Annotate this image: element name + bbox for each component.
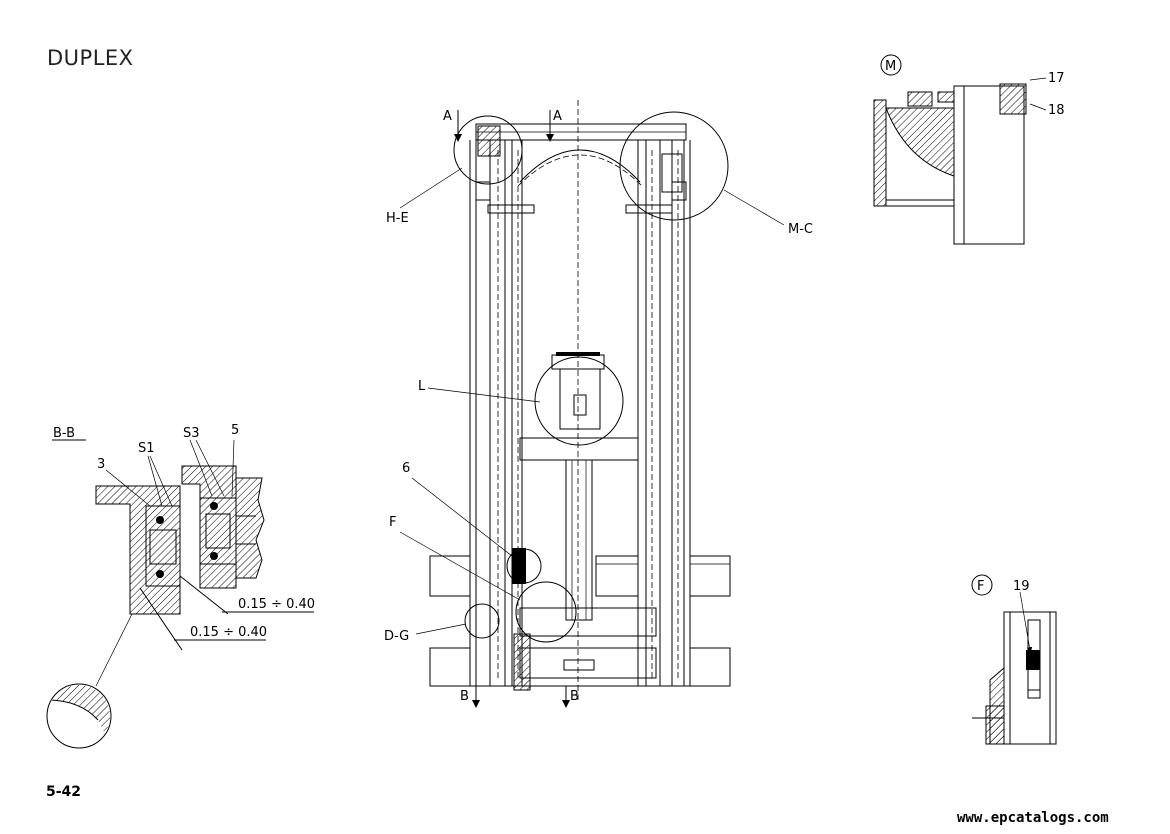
mast-main-view: A A H-E M-C L 6 F D-G B B (384, 100, 813, 708)
detail-m-view: M 17 18 (873, 54, 1065, 245)
watermark-url: www.epcatalogs.com (957, 810, 1109, 826)
page-title: DUPLEX (47, 46, 134, 70)
label-a-right: A (553, 109, 562, 124)
page-number: 5-42 (46, 784, 82, 800)
section-bb-title: B-B (53, 426, 75, 441)
label-a-left: A (443, 109, 452, 124)
label-5: 5 (231, 423, 239, 438)
clearance-upper: 0.15 ÷ 0.40 (238, 597, 315, 612)
detail-m-label: M (885, 59, 896, 74)
label-s1: S1 (138, 441, 155, 456)
label-l: L (418, 379, 426, 394)
detail-f-view: F 19 (971, 574, 1057, 745)
label-b-left: B (460, 689, 469, 704)
label-he: H-E (386, 211, 409, 226)
label-mc: M-C (788, 222, 813, 237)
detail-f-item-19: 19 (1013, 579, 1030, 594)
label-f: F (389, 515, 396, 530)
label-b-right: B (570, 689, 579, 704)
label-dg: D-G (384, 629, 409, 644)
label-3: 3 (97, 457, 105, 472)
detail-m-item-17: 17 (1048, 71, 1065, 86)
label-6: 6 (402, 461, 410, 476)
section-bb-view: B-B 0.15 ÷ 0.40 0.15 ÷ 0. (46, 423, 315, 749)
detail-f-label: F (977, 579, 984, 594)
label-s3: S3 (183, 426, 200, 441)
detail-m-item-18: 18 (1048, 103, 1065, 118)
clearance-lower: 0.15 ÷ 0.40 (190, 625, 267, 640)
